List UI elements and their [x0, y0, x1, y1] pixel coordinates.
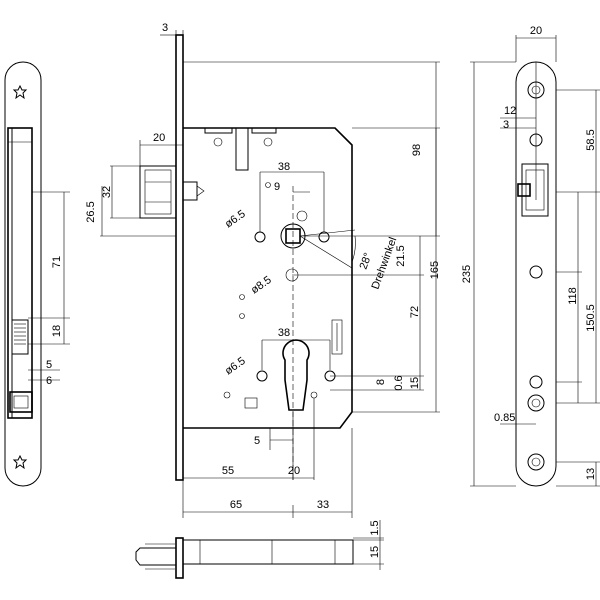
dim-5-left: 5	[46, 359, 52, 371]
latch-bolt	[139, 165, 205, 219]
dim-13: 13	[585, 468, 597, 480]
dim-20-bottom: 20	[288, 465, 300, 477]
dim-165: 165	[429, 261, 441, 279]
dim-15-right: 15	[409, 377, 421, 389]
dim-20-top-right: 20	[530, 25, 542, 37]
dim-98: 98	[411, 144, 423, 156]
dim-0-85: 0.85	[494, 412, 515, 424]
dim-72: 72	[409, 306, 421, 318]
dim-20-bolt: 20	[153, 132, 165, 144]
dim-33: 33	[317, 499, 329, 511]
dim-38-bottom: 38	[278, 327, 290, 339]
cylinder-cutout	[223, 319, 343, 411]
dim-12: 12	[504, 105, 516, 117]
dim-6-left: 6	[46, 375, 52, 387]
dim-0-6: 0.6	[393, 375, 405, 390]
lock-body-view: 3 20 32 26.5 38 9 ø6.5 ø8.5 28° Drehwink…	[85, 22, 441, 518]
dim-150-5: 150.5	[585, 304, 597, 332]
dim-6-5-bottom: ø6.5	[223, 355, 248, 377]
dim-1-5: 1.5	[369, 520, 381, 535]
dim-8: 8	[375, 379, 387, 385]
dim-21-5: 21.5	[395, 245, 407, 266]
dim-38-top: 38	[278, 161, 290, 173]
bottom-plan-view: 1.5 15	[135, 520, 384, 579]
star-screw-icon	[12, 454, 28, 470]
dim-15-bottom: 15	[369, 546, 381, 558]
dim-8-5: ø8.5	[249, 274, 274, 296]
right-faceplate-view: 20 235 12 3 58.5 118 150.5 0.85 13	[461, 25, 600, 487]
follower	[239, 182, 330, 319]
dim-65: 65	[230, 499, 242, 511]
dim-55: 55	[222, 465, 234, 477]
dim-235: 235	[461, 265, 473, 283]
dim-32: 32	[101, 186, 113, 198]
dim-3-top: 3	[162, 22, 168, 34]
dim-5-bottom: 5	[254, 435, 260, 447]
dim-58-5: 58.5	[585, 129, 597, 150]
dim-26-5: 26.5	[85, 201, 97, 222]
dim-71: 71	[51, 256, 63, 268]
dim-18: 18	[51, 325, 63, 337]
left-faceplate-view: 71 18 5 6	[4, 61, 70, 487]
dim-6-5-top: ø6.5	[223, 208, 248, 230]
dim-3-right: 3	[503, 119, 509, 131]
dim-9: 9	[274, 181, 280, 193]
dim-28-angle: 28°	[358, 251, 375, 271]
dim-118: 118	[567, 287, 579, 305]
star-screw-icon	[12, 84, 28, 100]
